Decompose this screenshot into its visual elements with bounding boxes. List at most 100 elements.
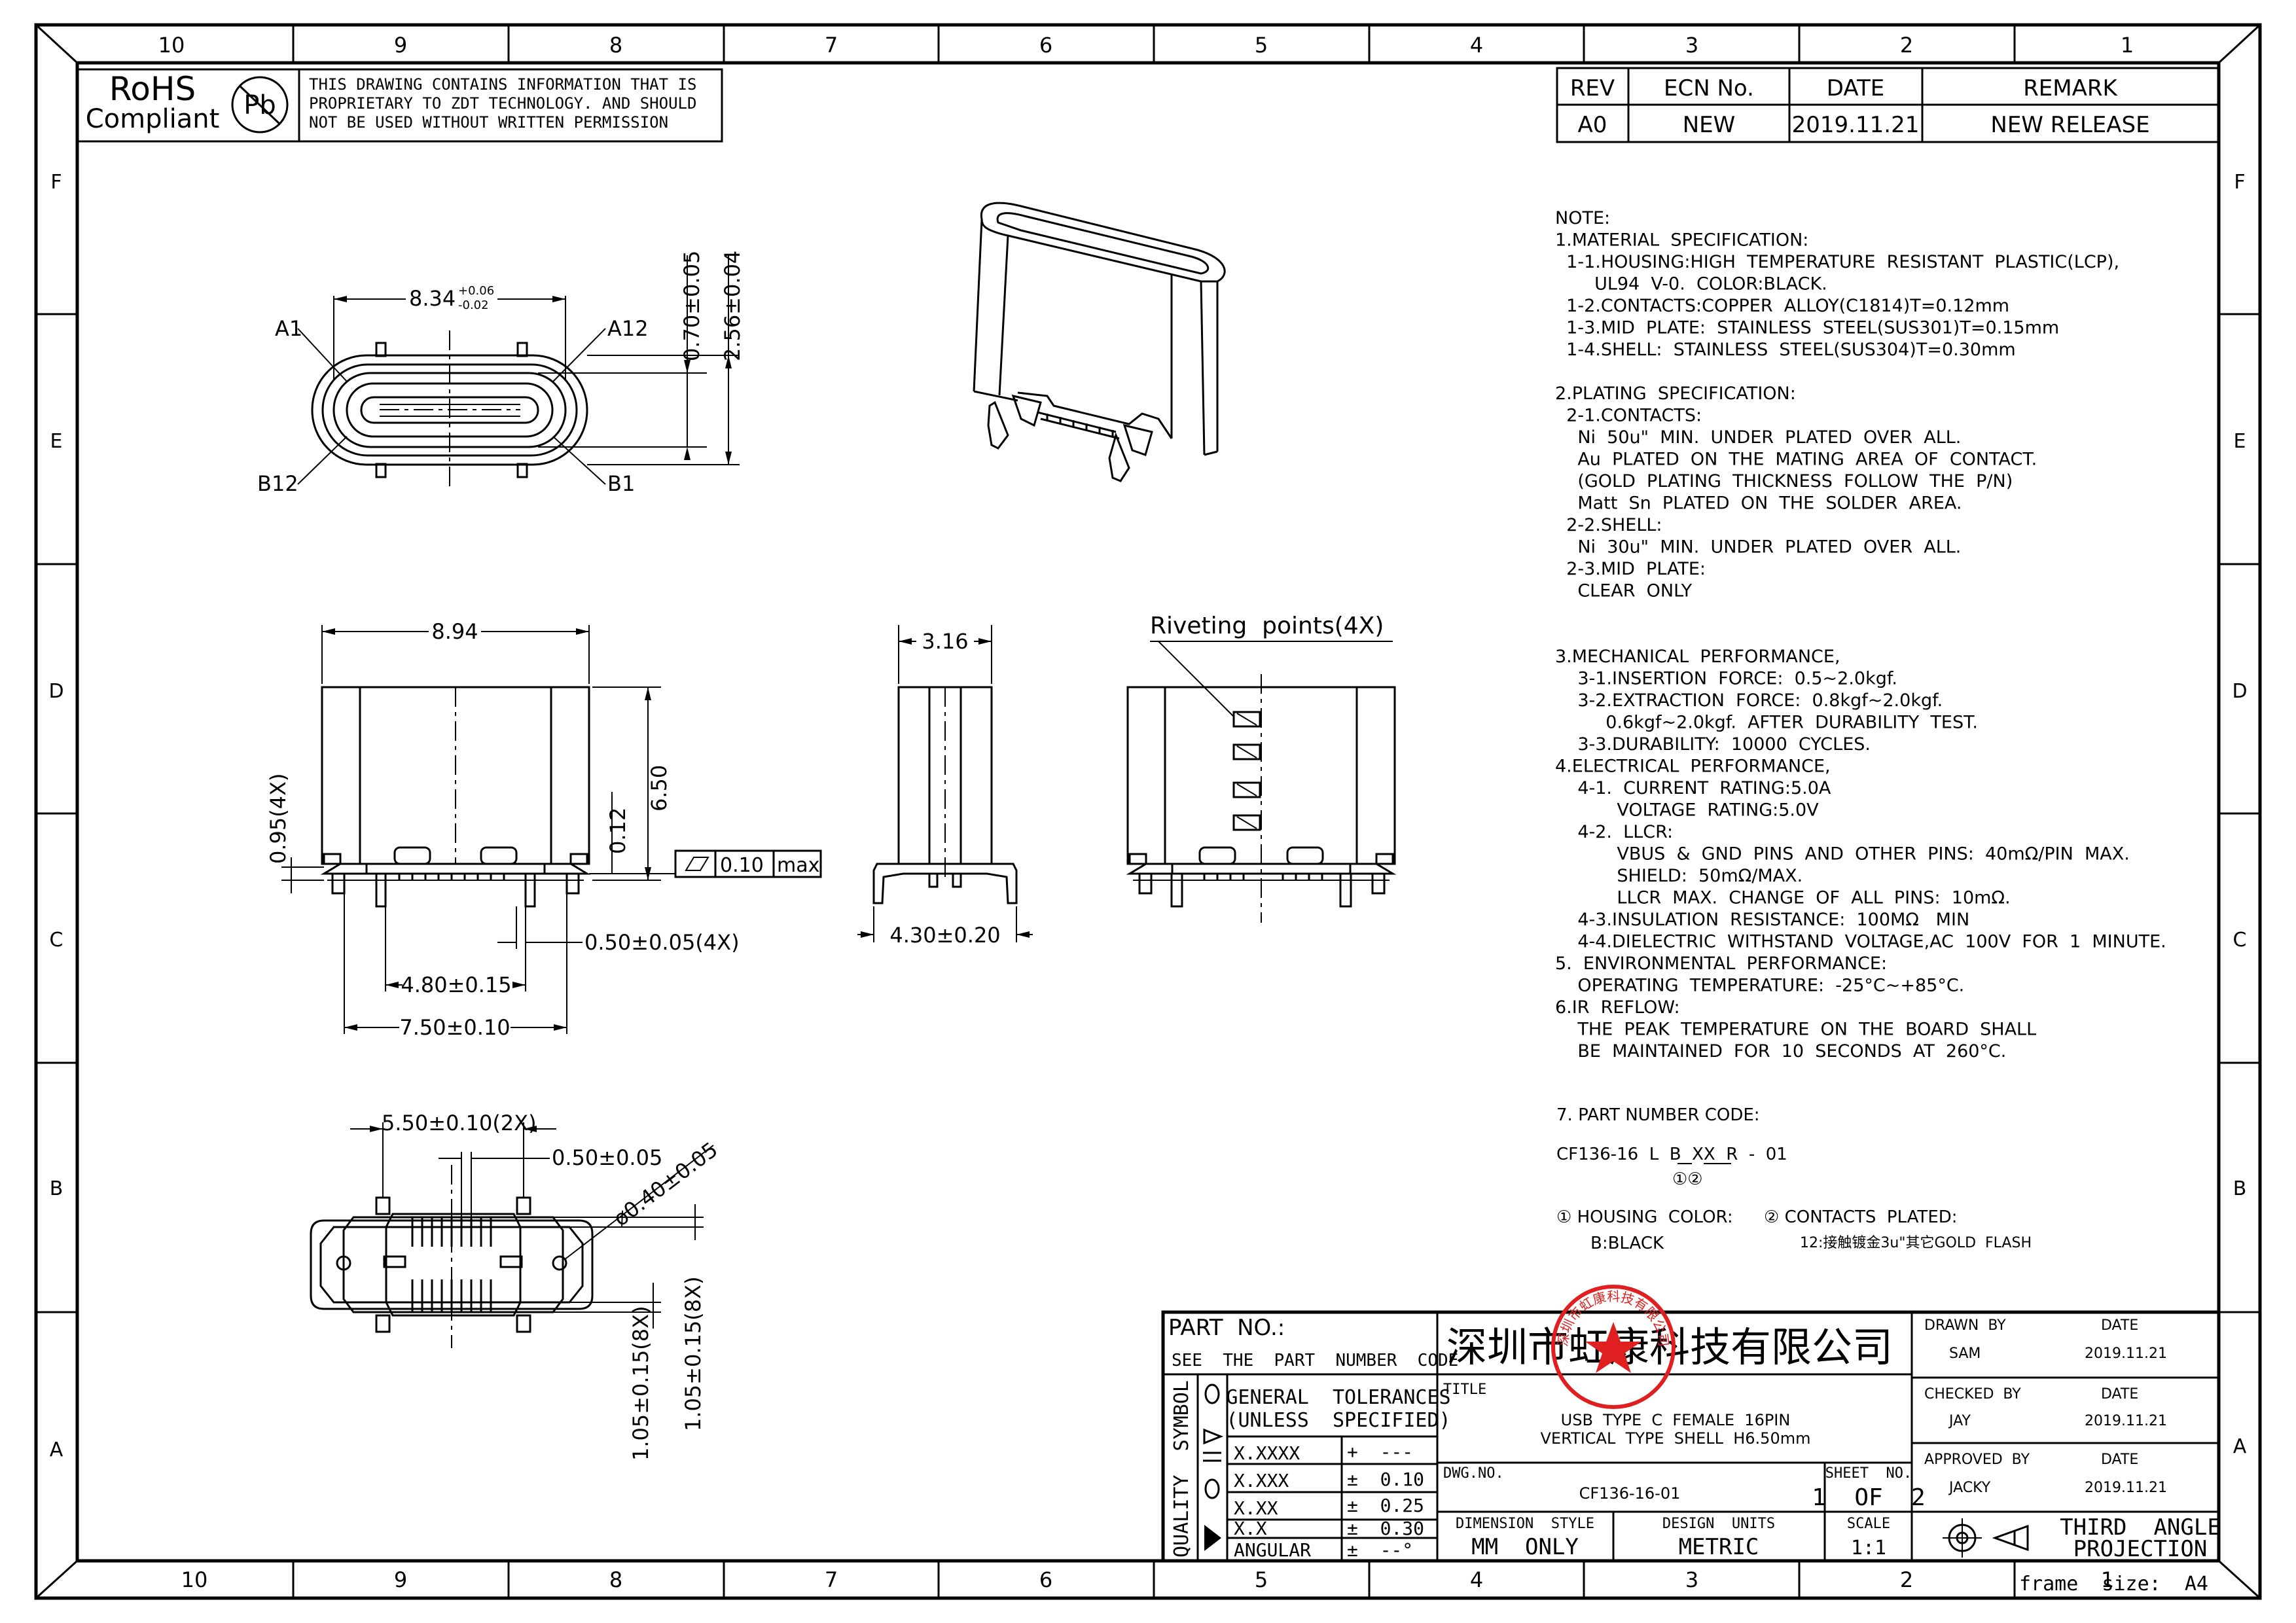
- row-label-right-a: A: [2233, 1435, 2247, 1458]
- col-label-bottom-10: 10: [181, 1567, 208, 1592]
- rohs-text: RoHS: [109, 70, 196, 108]
- note-line: 2-1.CONTACTS:: [1555, 406, 1702, 426]
- col-label-bottom-3: 3: [1685, 1567, 1698, 1592]
- part-no-label: PART NO.:: [1168, 1315, 1285, 1341]
- note-line: OPERATING TEMPERATURE: -25°C~+85°C.: [1555, 976, 1964, 996]
- general-tolerances-2: (UNLESS SPECIFIED): [1226, 1409, 1450, 1432]
- compliant-text: Compliant: [86, 104, 220, 134]
- note-line: 4.ELECTRICAL PERFORMANCE,: [1555, 757, 1831, 777]
- date-value: 2019.11.21: [1792, 112, 1920, 138]
- note-line: 6.IR REFLOW:: [1555, 997, 1680, 1018]
- tol-val-1: ± 0.10: [1347, 1469, 1424, 1490]
- tol-val-0: + ---: [1347, 1441, 1413, 1463]
- proprietary-line-1: THIS DRAWING CONTAINS INFORMATION THAT I…: [309, 75, 696, 94]
- flatness-tolerance: 0.10: [720, 854, 764, 877]
- dim-0-50-4x: 0.50±0.05(4X): [584, 930, 740, 955]
- row-label-right-e: E: [2234, 430, 2246, 453]
- quality-symbol-label: QUALITY SYMBOL: [1170, 1380, 1193, 1558]
- row-label-d: D: [48, 680, 63, 703]
- column-labels-top: 10 9 8 7 6 5 4 3 2 1: [158, 33, 2134, 58]
- tol-val-3: ± 0.30: [1347, 1518, 1424, 1539]
- note-line: CLEAR ONLY: [1555, 581, 1693, 601]
- dim-5-50: 5.50±0.10(2X): [382, 1111, 537, 1135]
- dwg-no: CF136-16-01: [1579, 1484, 1681, 1503]
- third-angle-projection-icon: [1943, 1518, 2029, 1558]
- note-line: 3-3.DURABILITY: 10000 CYCLES.: [1555, 734, 1871, 755]
- svg-text:Pb: Pb: [243, 90, 276, 120]
- sheet-value: 1 OF 2: [1812, 1484, 1925, 1511]
- rear-view: Riveting points(4X): [1126, 613, 1397, 923]
- note-line: 2-2.SHELL:: [1555, 515, 1662, 535]
- dim-7-50: 7.50±0.10: [399, 1015, 510, 1040]
- note-line: 3.MECHANICAL PERFORMANCE,: [1555, 647, 1840, 667]
- col-label-10: 10: [158, 33, 185, 58]
- projection-line-2: PROJECTION: [2073, 1536, 2208, 1562]
- tol-fmt-2: X.XX: [1234, 1497, 1278, 1519]
- note-line: 4-1. CURRENT RATING:5.0A: [1555, 778, 1831, 798]
- checked-date-value: 2019.11.21: [2085, 1413, 2167, 1429]
- checked-by-label: CHECKED BY: [1924, 1386, 2021, 1402]
- bottom-column-dividers: [292, 1561, 2016, 1598]
- title-block: PART NO.: SEE THE PART NUMBER CODE 深圳市虹康…: [1161, 1285, 2221, 1598]
- tol-fmt-4: ANGULAR: [1234, 1539, 1311, 1561]
- note-line: Matt Sn PLATED ON THE SOLDER AREA.: [1555, 493, 1962, 514]
- row-labels-right: F E D C B A: [2232, 171, 2247, 1458]
- checked-by-value: JAY: [1948, 1413, 1971, 1429]
- tol-val-2: ± 0.25: [1347, 1495, 1424, 1516]
- note-line: Ni 50u" MIN. UNDER PLATED OVER ALL.: [1555, 427, 1961, 448]
- dim-0-95: 0.95(4X): [266, 774, 291, 865]
- col-label-bottom-4: 4: [1470, 1567, 1483, 1592]
- col-label-3: 3: [1685, 33, 1698, 58]
- note-line: BE MAINTAINED FOR 10 SECONDS AT 260°C.: [1555, 1041, 2006, 1061]
- note-line: 1.MATERIAL SPECIFICATION:: [1555, 230, 1808, 251]
- label-b12: B12: [257, 471, 298, 496]
- proprietary-line-2: PROPRIETARY TO ZDT TECHNOLOGY. AND SHOUL…: [309, 94, 696, 113]
- rev-header: REV: [1570, 75, 1615, 101]
- col-label-8: 8: [609, 33, 622, 58]
- note-line: 2.PLATING SPECIFICATION:: [1555, 383, 1796, 404]
- row-label-right-f: F: [2234, 171, 2245, 194]
- dim-4-80: 4.80±0.15: [401, 972, 511, 997]
- title-label: TITLE: [1443, 1382, 1486, 1398]
- legend-housing-color: ① HOUSING COLOR:: [1556, 1207, 1733, 1227]
- dim-1-05-left: 1.05±0.15(8X): [628, 1306, 653, 1461]
- note-line: (GOLD PLATING THICKNESS FOLLOW THE P/N): [1555, 471, 2013, 491]
- rev-value: A0: [1578, 112, 1607, 138]
- frame-size: frame size: A4: [2019, 1573, 2208, 1596]
- legend-housing-value: B:BLACK: [1590, 1234, 1664, 1253]
- note-line: Au PLATED ON THE MATING AREA OF CONTACT.: [1555, 450, 2037, 470]
- dim-2-56: 2.56±0.04: [720, 251, 745, 361]
- note-line: VBUS & GND PINS AND OTHER PINS: 40mΩ/PIN…: [1555, 844, 2130, 865]
- dim-0-50: 0.50±0.05: [552, 1145, 662, 1170]
- notes-block: NOTE:1.MATERIAL SPECIFICATION: 1-1.HOUSI…: [1555, 208, 2166, 1061]
- legend-contacts-value: 12:接触镀金3u"其它GOLD FLASH: [1800, 1235, 2032, 1251]
- row-dividers: [36, 313, 2260, 1313]
- rohs-header: RoHS Compliant Pb THIS DRAWING CONTAINS …: [76, 68, 723, 143]
- part-number-code: 7. PART NUMBER CODE: CF136-16 L B XX R -…: [1556, 1105, 2032, 1253]
- column-labels-bottom: 10 9 8 7 6 5 4 3 2 1: [181, 1567, 2115, 1592]
- pb-free-icon: Pb: [231, 76, 289, 134]
- note-line: Ni 30u" MIN. UNDER PLATED OVER ALL.: [1555, 537, 1961, 558]
- note-line: NOTE:: [1555, 208, 1610, 228]
- revision-table: REV ECN No. DATE REMARK A0 NEW 2019.11.2…: [1556, 67, 2220, 143]
- col-label-bottom-8: 8: [609, 1567, 622, 1592]
- row-label-e: E: [50, 430, 63, 453]
- legend-contacts-plated: ② CONTACTS PLATED:: [1764, 1207, 1958, 1227]
- row-label-f: F: [50, 171, 62, 194]
- tol-fmt-3: X.X: [1234, 1518, 1267, 1539]
- approved-by-label: APPROVED BY: [1924, 1452, 2030, 1468]
- projection-line-1: THIRD ANGLE: [2060, 1514, 2221, 1541]
- col-label-5: 5: [1255, 33, 1268, 58]
- label-a12: A12: [607, 316, 649, 341]
- note-line: LLCR MAX. CHANGE OF ALL PINS: 10mΩ.: [1555, 888, 2011, 908]
- flatness-max: max: [777, 854, 819, 877]
- col-label-bottom-9: 9: [394, 1567, 407, 1592]
- note-line: 4-3.INSULATION RESISTANCE: 100MΩ MIN: [1555, 910, 1969, 930]
- pcb-pad-row-top: [411, 1217, 492, 1247]
- note-line: THE PEAK TEMPERATURE ON THE BOARD SHALL: [1555, 1020, 2036, 1040]
- col-label-bottom-2: 2: [1900, 1567, 1913, 1592]
- pcb-layout-view: 5.50±0.10(2X) 0.50±0.05 ø0.40±0.05 1.05±…: [310, 1111, 723, 1461]
- remark-header: REMARK: [2023, 75, 2118, 101]
- tol-fmt-0: X.XXXX: [1234, 1442, 1300, 1464]
